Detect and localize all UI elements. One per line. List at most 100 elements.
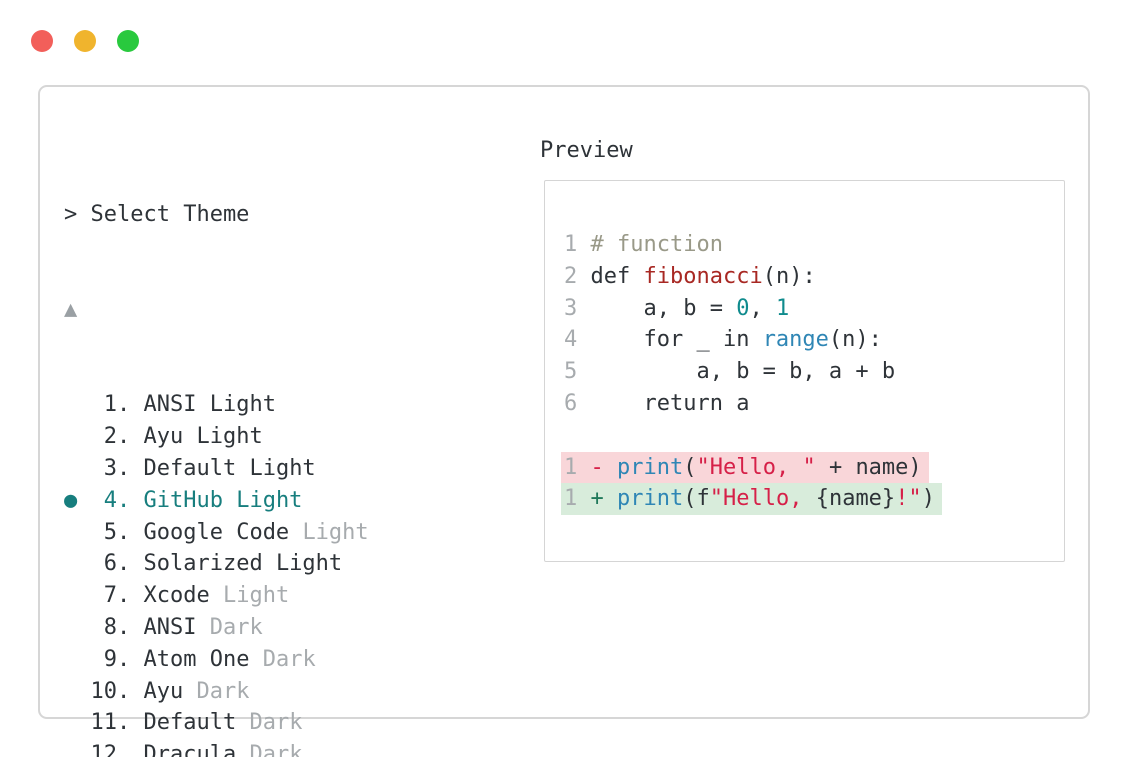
- code-token-string: "Hello, ": [696, 454, 816, 480]
- scroll-up-icon[interactable]: ▲: [64, 296, 78, 322]
- theme-list: 1. ANSI Light 2. Ayu Light 3. Default Li…: [64, 389, 845, 757]
- theme-variant: Dark: [249, 742, 303, 757]
- theme-variant: Dark: [196, 678, 250, 704]
- diff-removed-line: 1 - print("Hello, " + name): [561, 451, 929, 484]
- theme-list-item-atom-one-dark[interactable]: 9. Atom One Dark: [64, 644, 845, 676]
- item-number: 6.: [64, 551, 144, 577]
- theme-variant: Dark: [262, 646, 316, 672]
- theme-name: GitHub: [143, 487, 237, 513]
- code-token-text: a, b = b, a + b: [590, 359, 896, 385]
- item-number: 1.: [64, 392, 144, 418]
- line-number: 6: [564, 390, 591, 416]
- code-token-text: + name): [815, 454, 922, 480]
- line-number: 1: [564, 486, 591, 512]
- line-number: 1: [564, 232, 591, 257]
- code-token-diff-add: +: [590, 486, 617, 512]
- code-token-builtin: print: [617, 454, 684, 480]
- theme-name: Google Code: [143, 519, 303, 545]
- code-line-7: [564, 420, 942, 452]
- code-token-string: "Hello,: [709, 486, 816, 512]
- theme-list-item-ansi-dark[interactable]: 8. ANSI Dark: [64, 612, 845, 644]
- theme-name: ANSI: [143, 392, 210, 418]
- selected-bullet-icon: ● 4.: [64, 487, 144, 513]
- code-token-comment: # function: [590, 232, 723, 257]
- code-token-number: 0: [736, 295, 750, 321]
- theme-name: Atom One: [143, 646, 263, 672]
- item-number: 7.: [64, 583, 144, 609]
- theme-variant: Light: [302, 519, 369, 545]
- theme-name: Ayu: [143, 678, 197, 704]
- code-line-4: 4 for _ in range(n):: [564, 324, 942, 356]
- code-token-text: for _ in: [590, 327, 763, 353]
- code-token-builtin: range: [762, 327, 829, 353]
- theme-picker-column: > Select Theme ▲ 1. ANSI Light 2. Ayu Li…: [64, 135, 845, 757]
- theme-list-item-dracula-dark[interactable]: 12. Dracula Dark: [64, 739, 845, 757]
- code-token-text: {name}: [815, 486, 896, 512]
- code-token-text: def: [590, 263, 644, 289]
- zoom-button[interactable]: [117, 30, 139, 52]
- code-token-text: a, b =: [590, 295, 737, 321]
- line-number: 1: [564, 454, 591, 480]
- code-line-5: 5 a, b = b, a + b: [564, 356, 942, 388]
- window-controls: [31, 30, 139, 52]
- theme-name: Default: [143, 710, 250, 736]
- line-number: 5: [564, 359, 591, 385]
- theme-list-item-default-dark[interactable]: 11. Default Dark: [64, 707, 845, 739]
- code-token-diff-del: -: [590, 454, 617, 480]
- item-number: 12.: [64, 742, 144, 757]
- theme-list-item-solarized-light[interactable]: 6. Solarized Light: [64, 548, 845, 580]
- theme-variant: Light: [196, 424, 263, 450]
- theme-name: Solarized: [143, 551, 276, 577]
- theme-list-item-ansi-light[interactable]: 1. ANSI Light: [64, 389, 845, 421]
- code-token-string: !": [895, 486, 922, 512]
- preview-label: Preview: [540, 138, 633, 163]
- theme-name: ANSI: [143, 614, 210, 640]
- code-token-text: ,: [749, 295, 776, 321]
- select-theme-prompt: > Select Theme: [64, 201, 250, 227]
- theme-name: Default: [143, 455, 250, 481]
- theme-name: Xcode: [143, 583, 223, 609]
- code-token-text: ): [921, 486, 935, 512]
- item-number: 3.: [64, 455, 144, 481]
- theme-list-item-ayu-light[interactable]: 2. Ayu Light: [64, 421, 845, 453]
- item-number: 5.: [64, 519, 144, 545]
- code-line-1: 1 # function: [564, 229, 942, 261]
- theme-list-item-google-code-light[interactable]: 5. Google Code Light: [64, 517, 845, 549]
- code-line-3: 3 a, b = 0, 1: [564, 293, 942, 325]
- theme-list-item-ayu-dark[interactable]: 10. Ayu Dark: [64, 676, 845, 708]
- theme-name: Dracula: [143, 742, 250, 757]
- theme-name: Ayu: [143, 424, 197, 450]
- code-token-builtin: print: [617, 486, 684, 512]
- theme-variant: Light: [222, 583, 290, 609]
- theme-variant: Light: [236, 487, 303, 513]
- item-number: 10.: [64, 678, 144, 704]
- code-token-text: return a: [590, 390, 750, 416]
- code-line-6: 6 return a: [564, 388, 942, 420]
- code-token-text: (n):: [762, 263, 816, 289]
- minimize-button[interactable]: [74, 30, 96, 52]
- theme-variant: Light: [275, 551, 343, 577]
- code-line-2: 2 def fibonacci(n):: [564, 261, 942, 293]
- close-button[interactable]: [31, 30, 53, 52]
- line-number: 3: [564, 295, 591, 321]
- code-token-number: 1: [775, 295, 790, 321]
- code-token-text: (f: [683, 486, 710, 512]
- theme-variant: Dark: [209, 614, 263, 640]
- theme-variant: Light: [209, 392, 276, 418]
- code-token-text: (: [683, 454, 697, 480]
- theme-list-item-xcode-light[interactable]: 7. Xcode Light: [64, 580, 845, 612]
- line-number: 2: [564, 263, 591, 289]
- theme-variant: Light: [249, 455, 316, 481]
- code-token-text: (n):: [828, 327, 882, 353]
- item-number: 11.: [64, 710, 144, 736]
- item-number: 8.: [64, 614, 144, 640]
- code-token-function: fibonacci: [643, 263, 763, 289]
- item-number: 2.: [64, 424, 144, 450]
- theme-variant: Dark: [249, 710, 303, 736]
- diff-added-line: 1 + print(f"Hello, {name}!"): [561, 483, 942, 516]
- theme-list-item-default-light[interactable]: 3. Default Light: [64, 453, 845, 485]
- theme-list-item-github-light[interactable]: ● 4. GitHub Light: [64, 485, 845, 517]
